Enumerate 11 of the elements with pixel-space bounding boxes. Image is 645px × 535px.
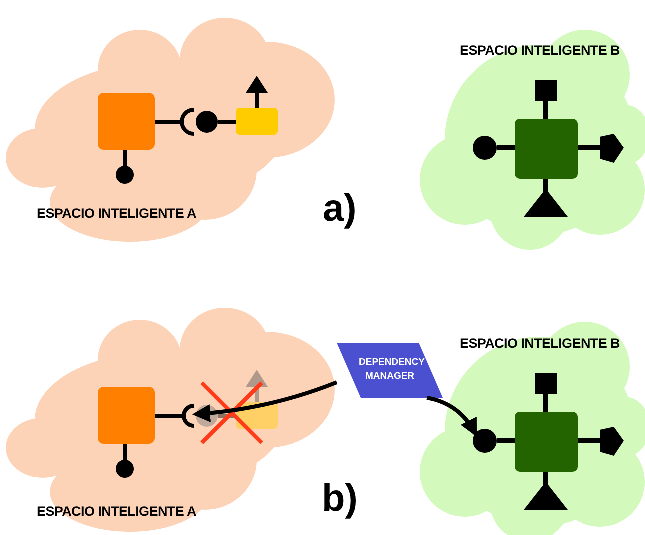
dependency-manager-box — [337, 343, 443, 398]
cloud-title: ESPACIO INTELIGENTE B — [460, 43, 620, 58]
arrow — [192, 380, 338, 422]
cloud-title: ESPACIO INTELIGENTE A — [37, 206, 196, 221]
cloud-title: ESPACIO INTELIGENTE A — [37, 504, 196, 519]
port-ball — [473, 429, 497, 453]
panel-label: a) — [323, 190, 357, 228]
panel-label: b) — [322, 480, 358, 518]
socket-arc — [182, 404, 196, 428]
arrow — [426, 396, 478, 437]
cloud-title: ESPACIO INTELIGENTE B — [460, 336, 620, 351]
